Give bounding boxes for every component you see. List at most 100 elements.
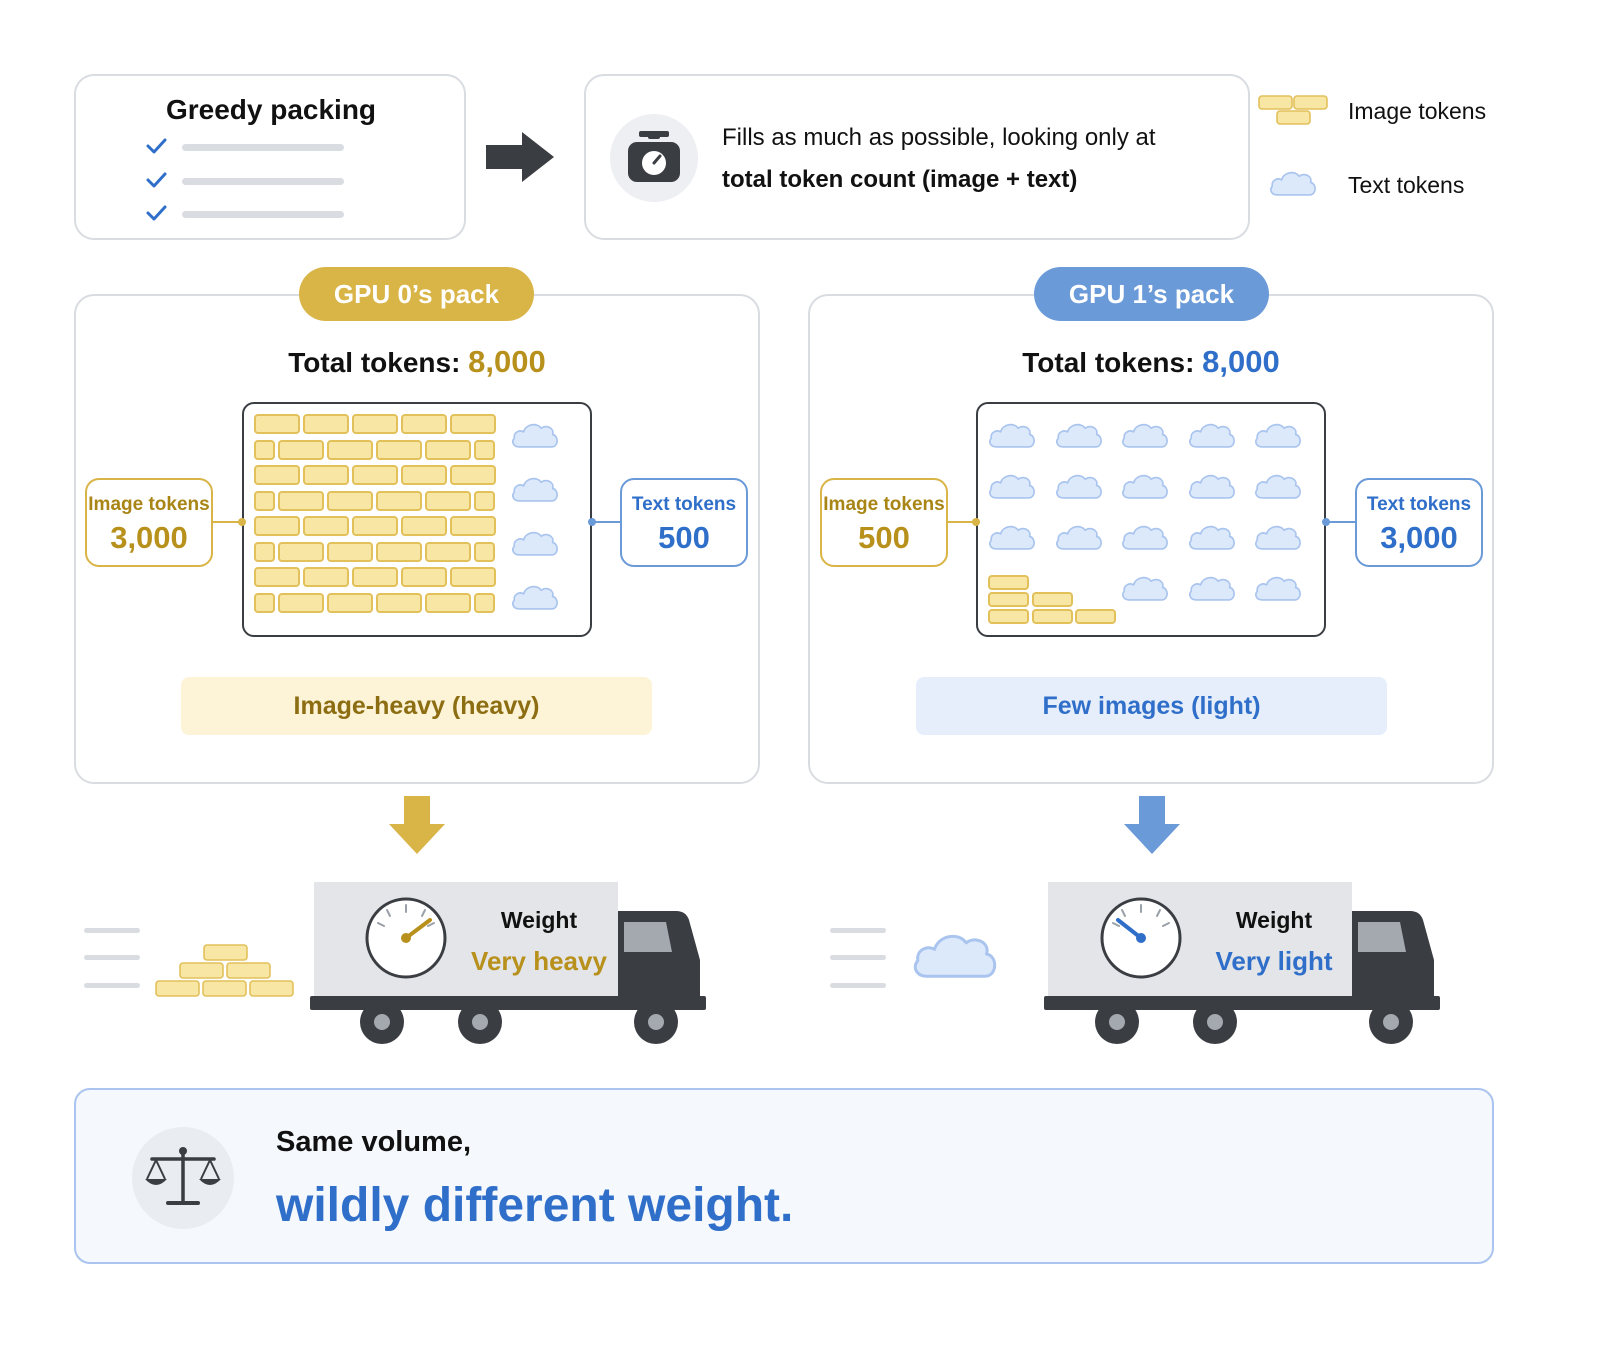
image-token-brick <box>474 541 495 562</box>
conclusion-box: Same volume, wildly different weight. <box>74 1088 1494 1264</box>
image-token-brick <box>254 439 275 460</box>
gpu1-arrow-down-icon <box>1124 796 1180 854</box>
gpu1-text-connector <box>1326 521 1355 523</box>
image-token-brick <box>1032 592 1073 607</box>
image-token-brick <box>327 592 373 613</box>
gpu0-token-container <box>242 402 592 637</box>
gpu1-token-container <box>976 402 1326 637</box>
image-token-brick <box>352 465 398 485</box>
gpu0-text-value: 500 <box>658 520 710 555</box>
text-token-cloud <box>512 423 558 448</box>
image-token-brick <box>450 414 496 434</box>
image-token-brick <box>254 516 300 536</box>
arrow-right-icon <box>486 132 554 182</box>
image-token-brick <box>254 541 275 562</box>
image-token-brick <box>376 541 422 562</box>
gpu0-image-badge: Image tokens 3,000 <box>85 478 213 567</box>
gpu1-text-label: Text tokens <box>1366 494 1472 515</box>
image-token-brick <box>401 465 447 485</box>
gpu0-text-connector-dot <box>588 518 596 526</box>
image-token-brick <box>988 609 1029 624</box>
gpu0-weight-value: Very heavy <box>471 946 607 976</box>
gpu1-total-label: Total tokens: <box>1022 347 1203 378</box>
gpu1-image-connector <box>948 521 976 523</box>
gpu0-brick-wall <box>244 404 590 635</box>
conclusion-line-2: wildly different weight. <box>276 1179 794 1232</box>
gpu1-truck-icon <box>1044 882 1440 1044</box>
image-token-brick <box>327 490 373 511</box>
gpu0-text-label: Text tokens <box>631 494 737 515</box>
image-token-brick <box>401 567 447 587</box>
legend-label-image: Image tokens <box>1348 98 1487 124</box>
gpu1-weight-label: Weight <box>1235 907 1313 933</box>
strategy-title: Greedy packing <box>165 94 377 125</box>
gpu1-image-bricks <box>978 404 1324 635</box>
bricks-icon <box>1258 95 1328 125</box>
image-token-brick <box>425 439 471 460</box>
image-token-brick <box>303 414 349 434</box>
cloud-icon <box>1268 168 1318 197</box>
image-token-brick <box>327 439 373 460</box>
image-token-brick <box>352 414 398 434</box>
image-token-brick <box>254 592 275 613</box>
gpu1-image-badge: Image tokens 500 <box>820 478 948 567</box>
gpu1-image-label: Image tokens <box>823 494 945 515</box>
gpu0-image-connector <box>213 521 242 523</box>
balance-scale-icon <box>145 1147 221 1205</box>
image-token-brick <box>278 490 324 511</box>
image-token-brick <box>278 541 324 562</box>
gpu1-text-connector-dot <box>1322 518 1330 526</box>
image-token-brick <box>450 465 496 485</box>
gpu1-text-value: 3,000 <box>1380 520 1458 555</box>
image-token-brick <box>254 414 300 434</box>
image-token-brick <box>254 567 300 587</box>
gpu1-image-connector-dot <box>972 518 980 526</box>
text-token-cloud <box>512 477 558 502</box>
gpu0-image-value: 3,000 <box>110 520 188 555</box>
image-token-brick <box>254 465 300 485</box>
image-token-brick <box>352 567 398 587</box>
gpu0-image-label: Image tokens <box>88 494 210 515</box>
gpu1-cargo-cloud-icon <box>913 934 997 978</box>
image-token-brick <box>474 439 495 460</box>
gpu0-text-badge: Text tokens 500 <box>620 478 748 567</box>
legend-label-text: Text tokens <box>1348 172 1465 198</box>
gpu0-total-tokens: Total tokens: 8,000 <box>74 344 760 380</box>
gpu1-speed-lines <box>830 928 886 988</box>
gpu0-weight-label: Weight <box>500 907 578 933</box>
description-line-1: Fills as much as possible, looking only … <box>722 124 1156 151</box>
gpu1-total-tokens: Total tokens: 8,000 <box>808 344 1494 380</box>
gpu0-total-label: Total tokens: <box>288 347 469 378</box>
gpu0-total-value: 8,000 <box>468 344 546 379</box>
scale-icon-circle <box>610 114 698 202</box>
image-token-brick <box>327 541 373 562</box>
image-token-brick <box>425 490 471 511</box>
description-line-2: total token count (image + text) <box>722 166 1078 193</box>
image-token-brick <box>278 592 324 613</box>
image-token-brick <box>988 592 1029 607</box>
image-token-brick <box>303 465 349 485</box>
balance-icon-circle <box>132 1127 234 1229</box>
strategy-card: Greedy packing <box>74 74 466 240</box>
gpu0-truck-icon <box>310 882 706 1044</box>
image-token-brick <box>303 516 349 536</box>
gpu0-cargo-bricks-icon <box>155 944 294 997</box>
image-token-brick <box>278 439 324 460</box>
image-token-brick <box>401 516 447 536</box>
image-token-brick <box>425 541 471 562</box>
gpu1-image-value: 500 <box>858 520 910 555</box>
image-token-brick <box>376 490 422 511</box>
description-card: Fills as much as possible, looking only … <box>584 74 1250 240</box>
gpu1-weight-value: Very light <box>1215 946 1333 976</box>
gpu0-pack-pill: GPU 0’s pack <box>299 267 534 321</box>
gpu0-arrow-down-icon <box>389 796 445 854</box>
gpu0-text-connector <box>592 521 620 523</box>
gpu0-image-connector-dot <box>238 518 246 526</box>
weighing-scale-icon <box>628 131 680 182</box>
gpu0-speed-lines <box>84 928 140 988</box>
gpu1-verdict: Few images (light) <box>916 677 1387 735</box>
gpu1-text-badge: Text tokens 3,000 <box>1355 478 1483 567</box>
conclusion-line-1: Same volume, <box>276 1126 472 1158</box>
image-token-brick <box>988 575 1029 590</box>
image-token-brick <box>254 490 275 511</box>
